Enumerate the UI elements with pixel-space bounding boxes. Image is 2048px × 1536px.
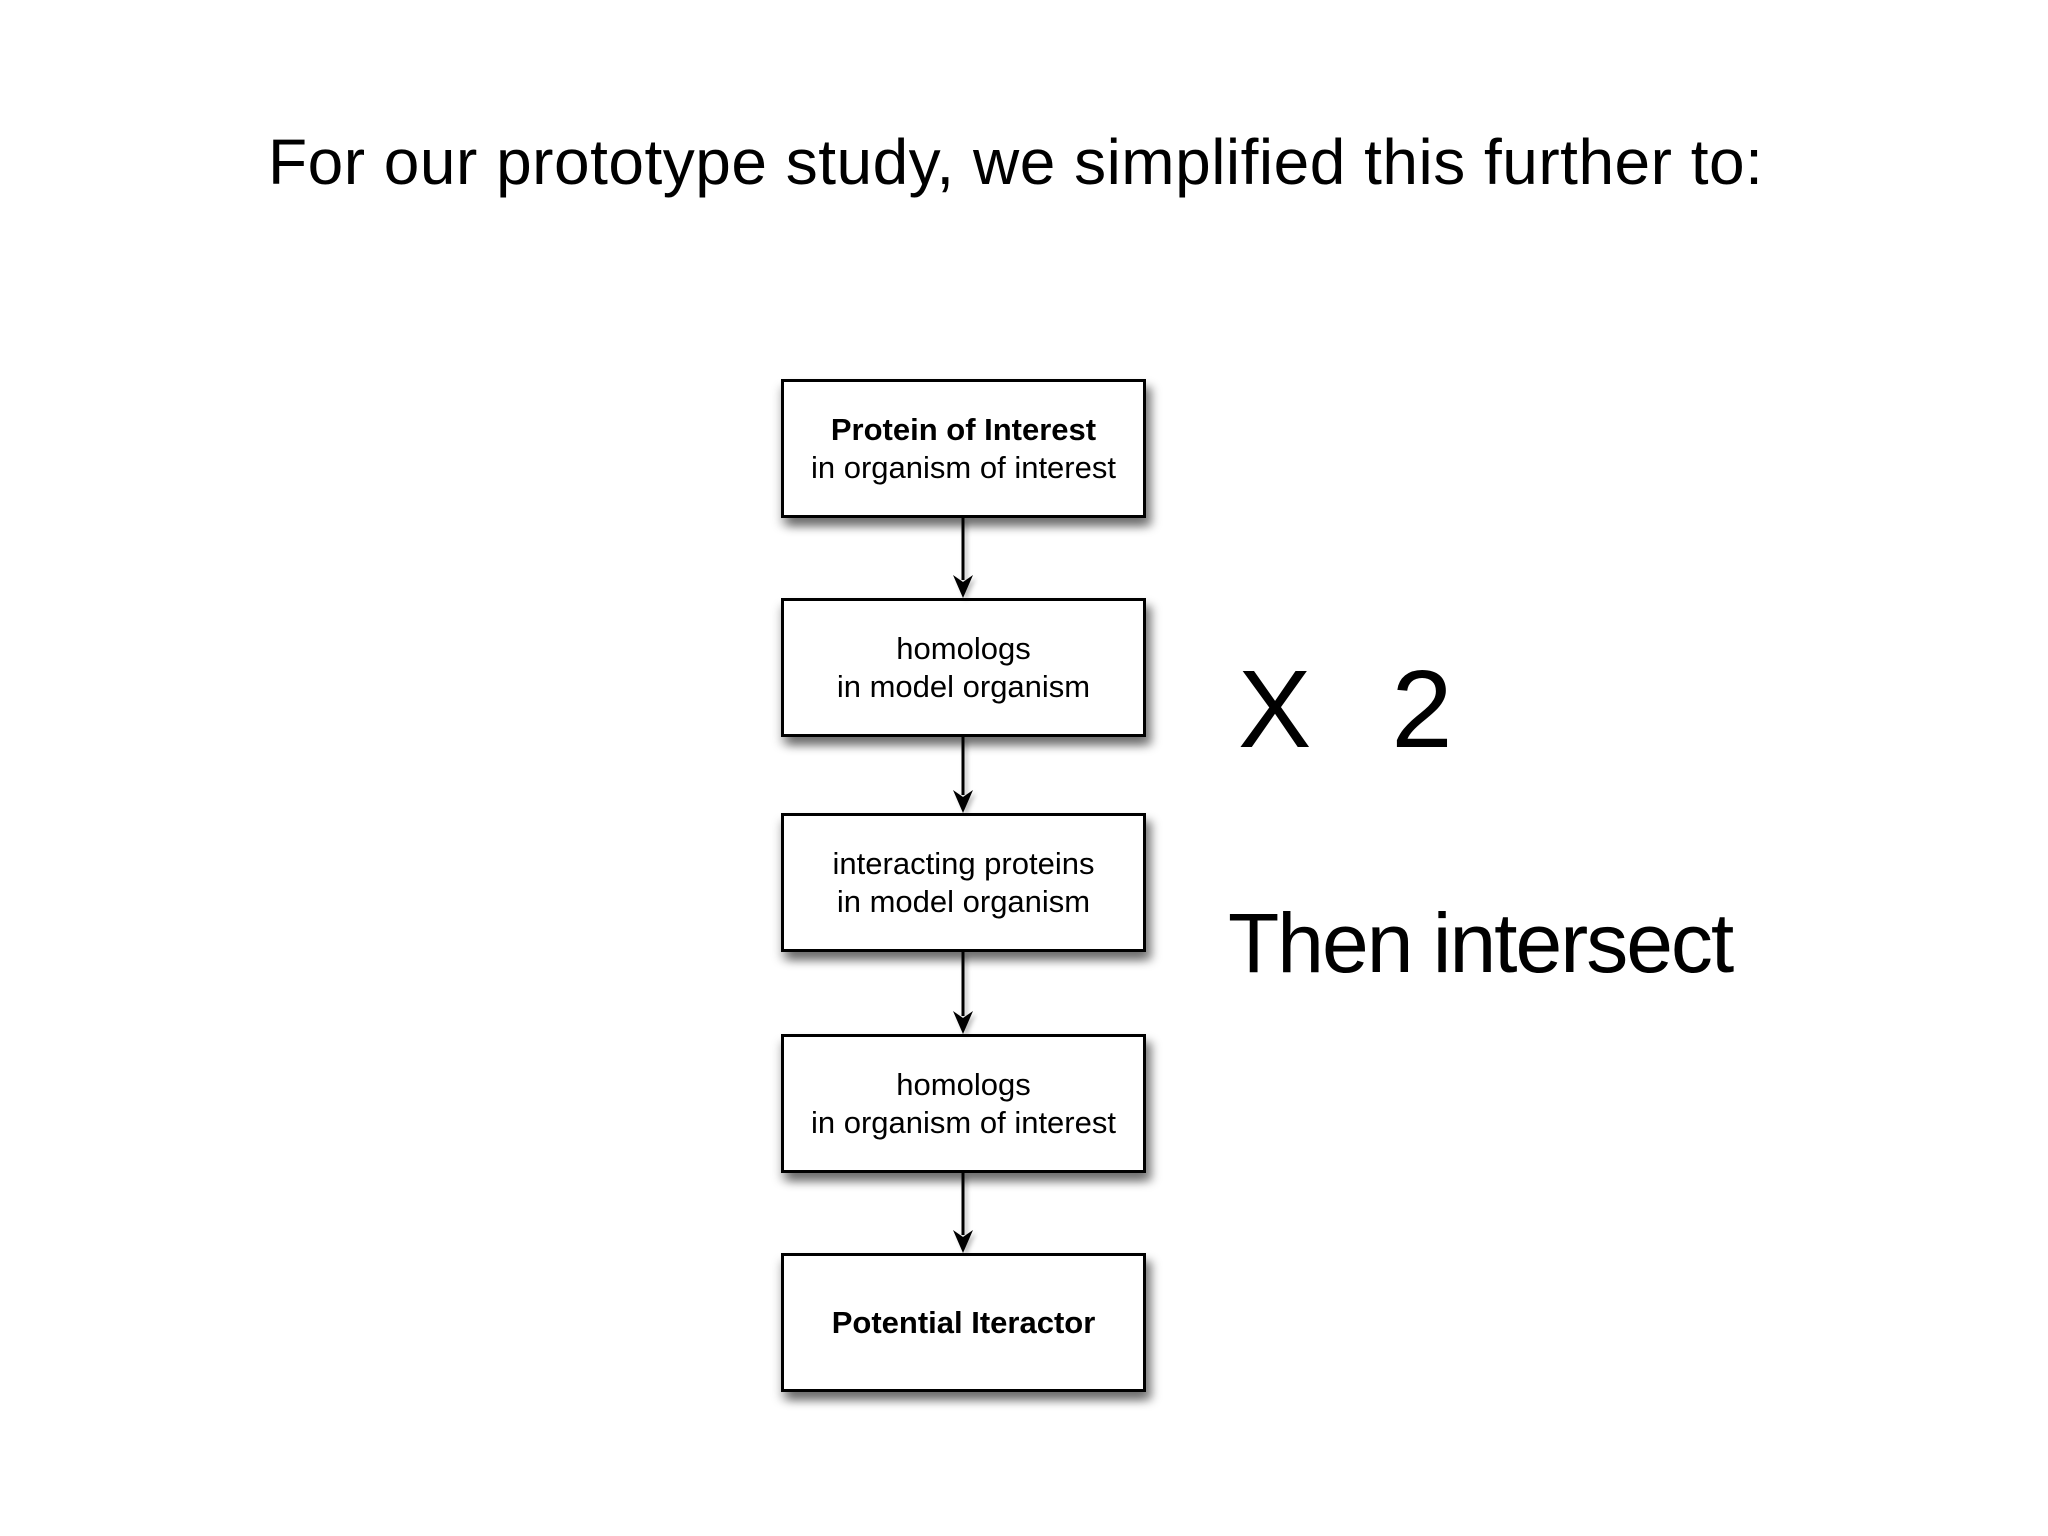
flow-node-label-line1: homologs: [896, 630, 1031, 666]
flow-node-label-line1: interacting proteins: [832, 845, 1095, 881]
flow-node-homologs-organism-of-interest: homologs in organism of interest: [781, 1034, 1146, 1173]
flow-node-homologs-model-organism: homologs in model organism: [781, 598, 1146, 737]
flow-node-label-line1: Protein of Interest: [830, 411, 1097, 447]
flow-node-label-line1: homologs: [896, 1066, 1031, 1102]
slide-title: For our prototype study, we simplified t…: [268, 126, 1764, 198]
down-arrow-icon: [953, 1173, 973, 1253]
flow-node-label-line1: Potential Iteractor: [831, 1304, 1096, 1340]
flow-node-label-line2: in model organism: [836, 668, 1091, 704]
annotation-then-intersect: Then intersect: [1228, 896, 1734, 990]
down-arrow-icon: [953, 952, 973, 1034]
flow-node-label-line2: in organism of interest: [811, 1104, 1116, 1140]
annotation-times-two: X 2: [1238, 648, 1453, 771]
down-arrow-icon: [953, 737, 973, 813]
flow-node-label-line2: in model organism: [836, 883, 1091, 919]
flow-node-label-line2: in organism of interest: [811, 449, 1116, 485]
down-arrow-icon: [953, 518, 973, 598]
flow-node-interacting-proteins: interacting proteins in model organism: [781, 813, 1146, 952]
flow-node-protein-of-interest: Protein of Interest in organism of inter…: [781, 379, 1146, 518]
flow-node-potential-iteractor: Potential Iteractor: [781, 1253, 1146, 1392]
